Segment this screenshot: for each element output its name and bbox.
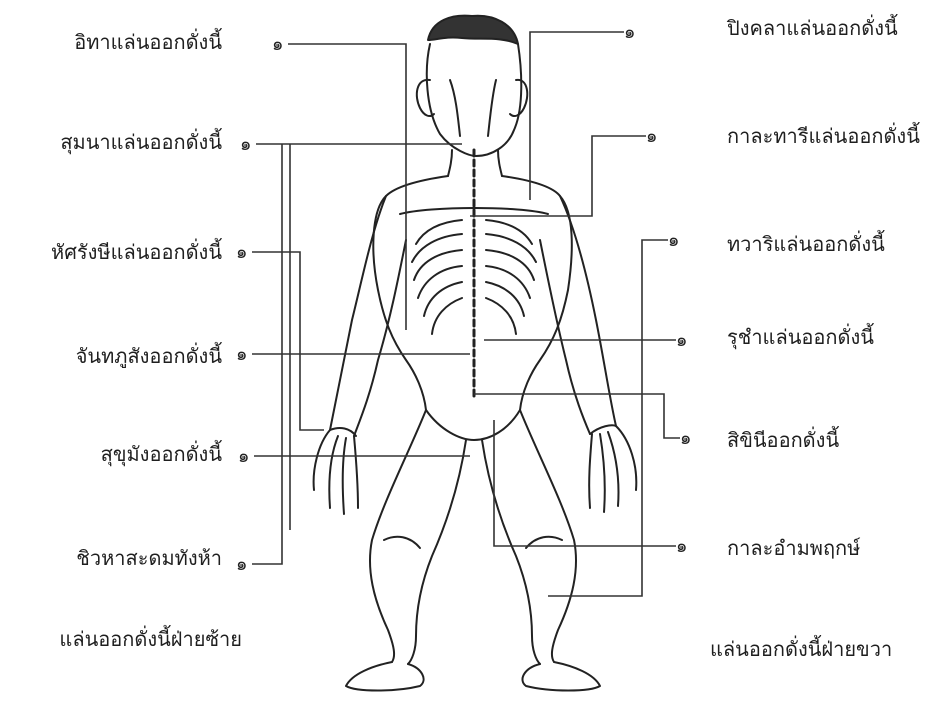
marker-pingkhala: ๑ bbox=[624, 22, 635, 43]
left-foot bbox=[346, 662, 424, 691]
right-arm-outline bbox=[540, 196, 616, 434]
marker-kala-amphruek: ๑ bbox=[676, 536, 687, 557]
left-hand bbox=[314, 428, 358, 514]
line-itha bbox=[288, 44, 406, 330]
line-kalathari bbox=[470, 136, 646, 216]
marker-itha: ๑ bbox=[272, 34, 283, 55]
marker-sikhini: ๑ bbox=[680, 428, 691, 449]
ribs-right bbox=[486, 220, 536, 334]
right-leg-outline bbox=[482, 410, 576, 664]
marker-chiwha: ๑ bbox=[236, 554, 247, 575]
marker-hasarangsi: ๑ bbox=[236, 242, 247, 263]
line-thawari bbox=[548, 240, 668, 596]
marker-sumana: ๑ bbox=[240, 134, 251, 155]
face-hint bbox=[450, 80, 496, 136]
marker-sukhumang: ๑ bbox=[238, 446, 249, 467]
hair bbox=[428, 16, 518, 44]
right-foot bbox=[522, 662, 600, 691]
line-hasarangsi bbox=[252, 252, 324, 430]
left-arm-outline bbox=[330, 196, 406, 436]
left-leg-outline bbox=[370, 410, 466, 664]
left-knee bbox=[384, 537, 420, 548]
line-kala-amphruek bbox=[494, 420, 676, 546]
marker-kalathari: ๑ bbox=[646, 126, 657, 147]
marker-thawari: ๑ bbox=[668, 230, 679, 251]
marker-chanthaphusang: ๑ bbox=[236, 344, 247, 365]
ribs-left bbox=[412, 220, 462, 334]
head-outline bbox=[427, 44, 521, 156]
line-pingkhala bbox=[530, 32, 624, 200]
marker-rucham: ๑ bbox=[676, 330, 687, 351]
pelvis bbox=[426, 410, 520, 440]
right-hand bbox=[589, 425, 636, 512]
